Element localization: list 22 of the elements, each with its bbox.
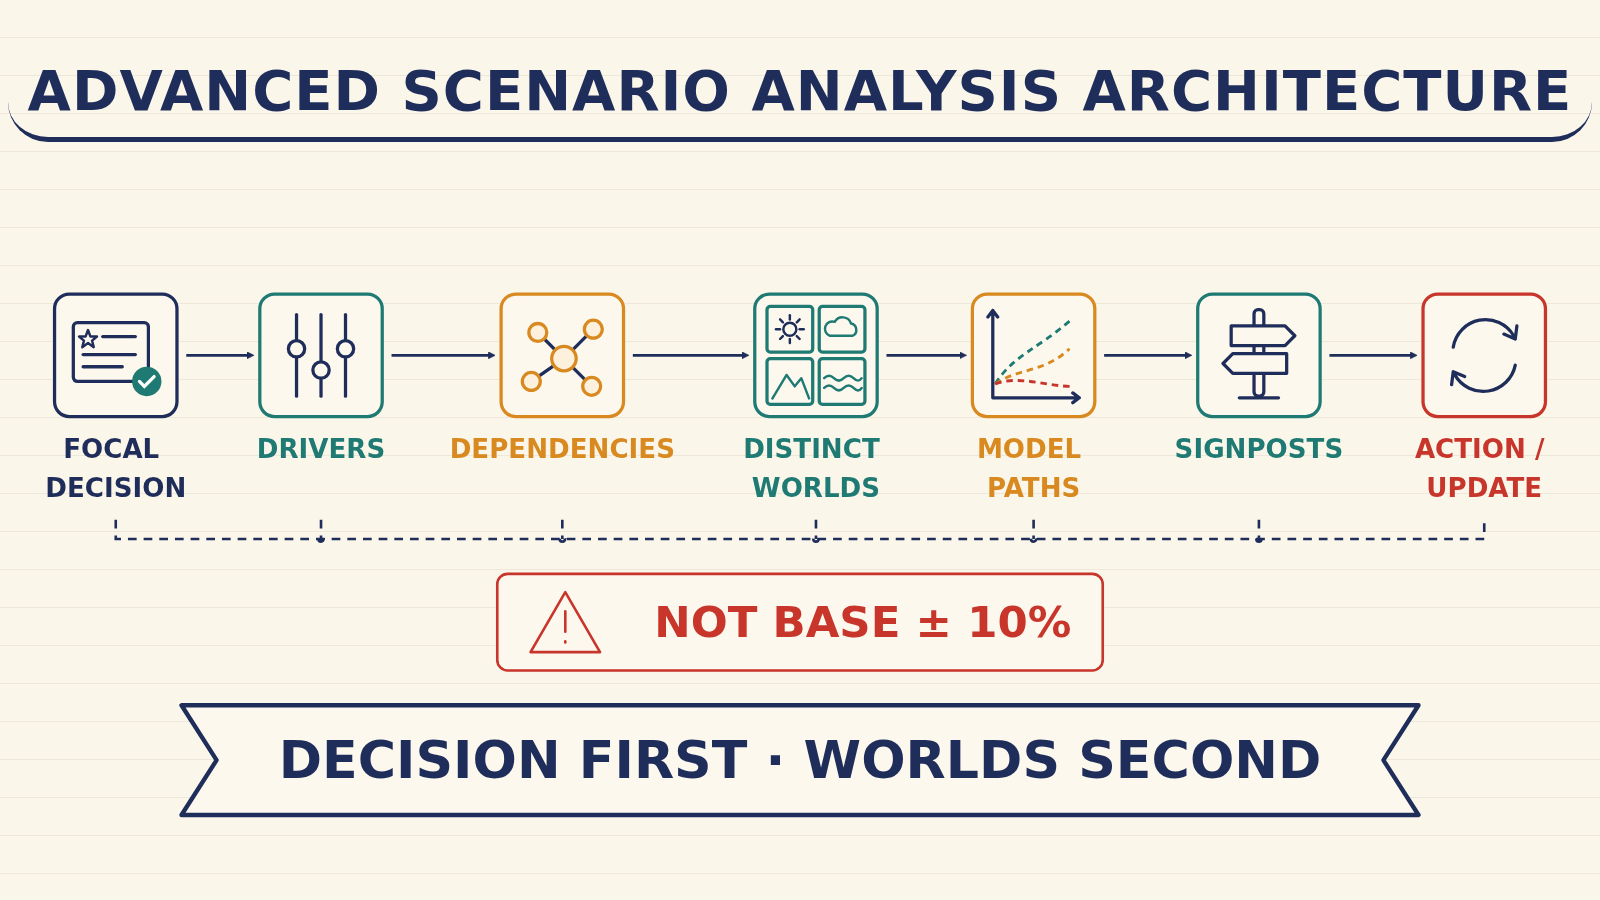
node-picture [968, 290, 1099, 421]
arrow [632, 351, 750, 360]
arrow [186, 351, 255, 360]
arrow [1329, 351, 1418, 360]
node-picture [497, 290, 628, 421]
node-label: MODEL PATHS [976, 433, 1082, 504]
node-picture [750, 290, 882, 421]
node-label: DEPENDENCIES [449, 433, 675, 465]
arrow [886, 351, 967, 360]
node-box: NOT BASE ± 10% [495, 572, 1105, 672]
node-picture [50, 290, 182, 421]
node-picture [255, 290, 387, 421]
arrow [391, 351, 496, 360]
node-picture [1193, 290, 1325, 421]
node-label: ACTION / UPDATE [1414, 433, 1545, 504]
title: ADVANCED SCENARIO ANALYSIS ARCHITECTURE [7, 58, 1593, 142]
arrow [1104, 351, 1193, 360]
node-label: DRIVERS [256, 433, 386, 465]
node-label: DISTINCT WORLDS [743, 433, 881, 504]
node-label: FOCAL DECISION [45, 433, 187, 504]
node-picture [1418, 290, 1550, 421]
node-label: SIGNPOSTS [1174, 433, 1344, 465]
